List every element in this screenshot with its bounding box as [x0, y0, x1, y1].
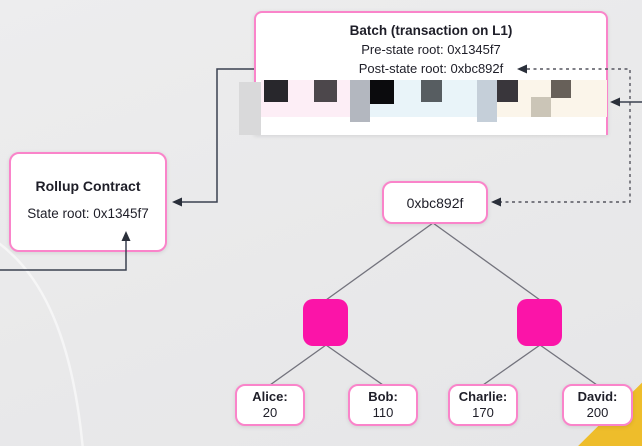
arrowhead-up-icon — [121, 231, 131, 241]
leaf-node-alice: Alice: 20 — [235, 384, 305, 426]
external-to-rollup-arrow — [0, 231, 131, 271]
strip-block — [370, 80, 394, 104]
batch-title: Batch (transaction on L1) — [349, 23, 513, 38]
tree-line-right-charlie — [482, 344, 541, 386]
strip-block — [264, 80, 288, 102]
leaf-value: 200 — [586, 405, 609, 420]
strip-block — [314, 80, 337, 102]
arrowhead-left-icon — [172, 197, 182, 207]
strip-block — [350, 80, 370, 122]
batch-post-state-text: Post-state root: 0xbc892f — [358, 61, 504, 76]
arrowhead-left-icon — [610, 97, 620, 107]
leaf-name: Bob: — [368, 389, 398, 404]
strip-block — [497, 80, 518, 102]
batch-to-rollup-arrow — [172, 68, 254, 207]
leaf-node-david: David: 200 — [562, 384, 633, 426]
rollup-title: Rollup Contract — [35, 178, 141, 194]
leaf-node-charlie: Charlie: 170 — [448, 384, 518, 426]
leaf-value: 170 — [472, 405, 494, 420]
rollup-state-root-text: State root: 0x1345f7 — [27, 206, 149, 221]
strip-block — [421, 80, 442, 102]
batch-pre-state-text: Pre-state root: 0x1345f7 — [361, 42, 501, 57]
tree-line-root-right — [432, 222, 541, 301]
strip-block — [531, 97, 551, 117]
merkle-root-node: 0xbc892f — [382, 181, 488, 224]
post-state-to-root-dashed-arrow — [491, 64, 631, 207]
leaf-name: Charlie: — [458, 389, 508, 404]
tree-line-left-alice — [269, 344, 327, 386]
strip-block — [477, 80, 497, 122]
leaf-name: Alice: — [252, 389, 288, 404]
leaf-value: 20 — [262, 405, 278, 420]
tree-line-root-left — [325, 222, 434, 301]
strip-block — [239, 82, 261, 135]
leaf-value: 110 — [372, 405, 394, 420]
leaf-name: David: — [577, 389, 618, 404]
merkle-root-label: 0xbc892f — [406, 194, 464, 211]
arrowhead-left-icon — [517, 64, 527, 74]
tree-line-left-bob — [325, 344, 384, 386]
tree-line-right-david — [539, 344, 598, 386]
rollup-contract-box: Rollup Contract State root: 0x1345f7 — [9, 152, 167, 252]
leaf-node-bob: Bob: 110 — [348, 384, 418, 426]
external-to-strip-arrow — [610, 97, 642, 107]
branch-node-right — [517, 299, 562, 346]
arrowhead-left-icon — [491, 197, 501, 207]
strip-block — [551, 80, 571, 98]
branch-node-left — [303, 299, 348, 346]
